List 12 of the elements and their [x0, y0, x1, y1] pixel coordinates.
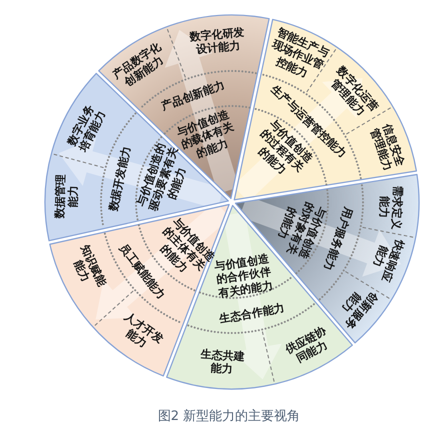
outer-ring-label: 需求定义能力	[376, 184, 404, 231]
middle-ring-label: 生态合作能力	[218, 301, 286, 326]
outer-ring-label: 生态共建能力	[198, 348, 246, 378]
middle-ring-label: 数据开发能力	[107, 144, 134, 212]
outer-ring-label: 信息安全管理能力	[366, 121, 408, 174]
outer-ring-label: 数据管理能力	[52, 172, 82, 220]
caption: 图2 新型能力的主要视角	[158, 408, 300, 425]
outer-ring-label: 人才开发能力	[113, 310, 166, 358]
outer-ring-label: 数字业务培育能力	[64, 101, 110, 155]
outer-ring-label: 产品数字化创新能力	[110, 40, 172, 94]
outer-ring-label: 知识赋能能力	[66, 242, 110, 295]
outer-ring-label: 数字化研发设计能力	[188, 26, 248, 58]
